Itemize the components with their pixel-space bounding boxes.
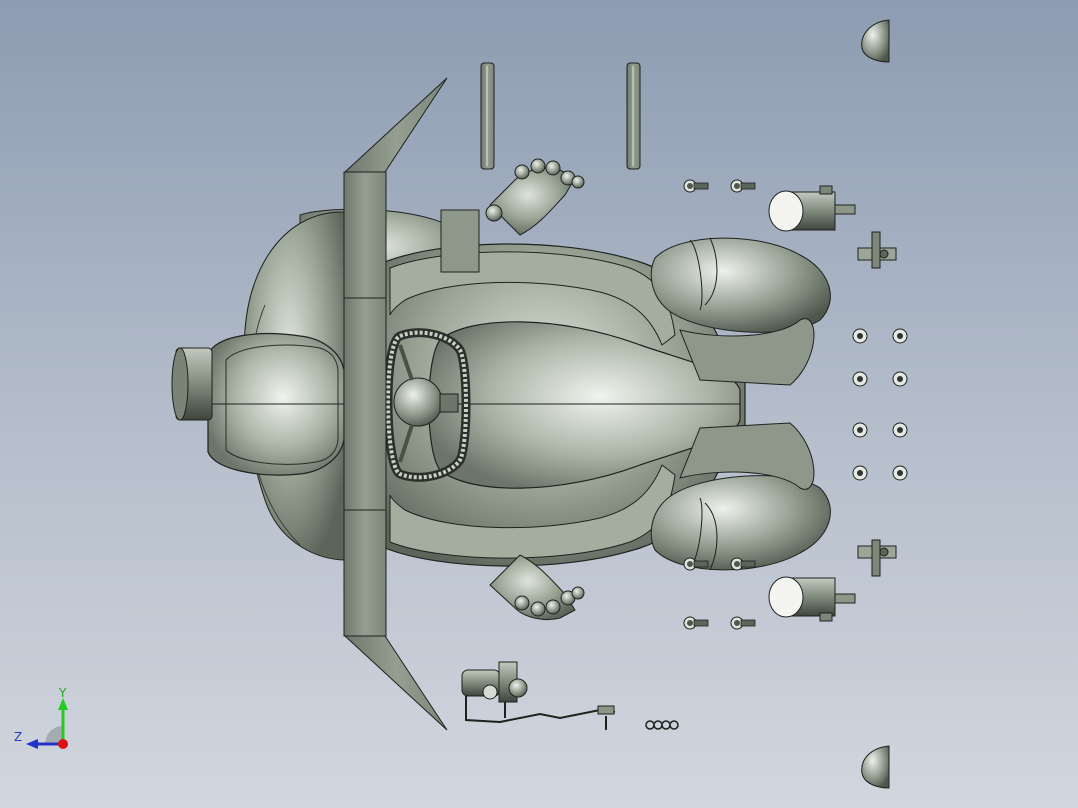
z-axis-label: Z <box>14 730 23 744</box>
nut[interactable] <box>852 422 868 438</box>
nut[interactable] <box>892 328 908 344</box>
footpeg-mount-lower[interactable] <box>857 539 897 577</box>
nut[interactable] <box>892 465 908 481</box>
bracket-bar-left[interactable] <box>480 62 495 170</box>
washer-row[interactable] <box>645 720 679 730</box>
y-axis-arrow <box>58 698 68 710</box>
nut[interactable] <box>892 371 908 387</box>
y-axis-label: Y <box>59 686 67 700</box>
bracket-bar-right[interactable] <box>626 62 641 170</box>
triad-plane-marker <box>45 726 63 744</box>
bolt[interactable] <box>683 179 709 193</box>
bolt[interactable] <box>730 557 756 571</box>
steering-wheel[interactable] <box>383 328 471 482</box>
bolt-set[interactable] <box>683 179 756 630</box>
bolt[interactable] <box>730 616 756 630</box>
exhaust-upper[interactable] <box>768 185 856 232</box>
hand-grip-upper[interactable] <box>485 158 585 236</box>
bolt[interactable] <box>683 616 709 630</box>
nut[interactable] <box>892 422 908 438</box>
z-axis-arrow <box>26 739 38 749</box>
bolt[interactable] <box>683 557 709 571</box>
x-axis-dot <box>58 739 68 749</box>
footpeg-mount-upper[interactable] <box>857 231 897 269</box>
windshield-assembly[interactable] <box>343 77 448 731</box>
mirror-upper[interactable] <box>861 19 890 63</box>
main-body[interactable] <box>171 208 746 567</box>
axis-triad: Y Z <box>14 686 78 750</box>
rear-wheel-lower[interactable] <box>650 422 831 571</box>
bolt[interactable] <box>730 179 756 193</box>
nut-set[interactable] <box>852 328 908 481</box>
mirror-lower[interactable] <box>861 745 890 789</box>
nut[interactable] <box>852 465 868 481</box>
exhaust-lower[interactable] <box>768 576 856 622</box>
nut[interactable] <box>852 371 868 387</box>
nut[interactable] <box>852 328 868 344</box>
rear-wheel-upper[interactable] <box>650 237 831 386</box>
hand-grip-lower[interactable] <box>489 554 585 621</box>
wiring-harness[interactable] <box>461 661 616 730</box>
